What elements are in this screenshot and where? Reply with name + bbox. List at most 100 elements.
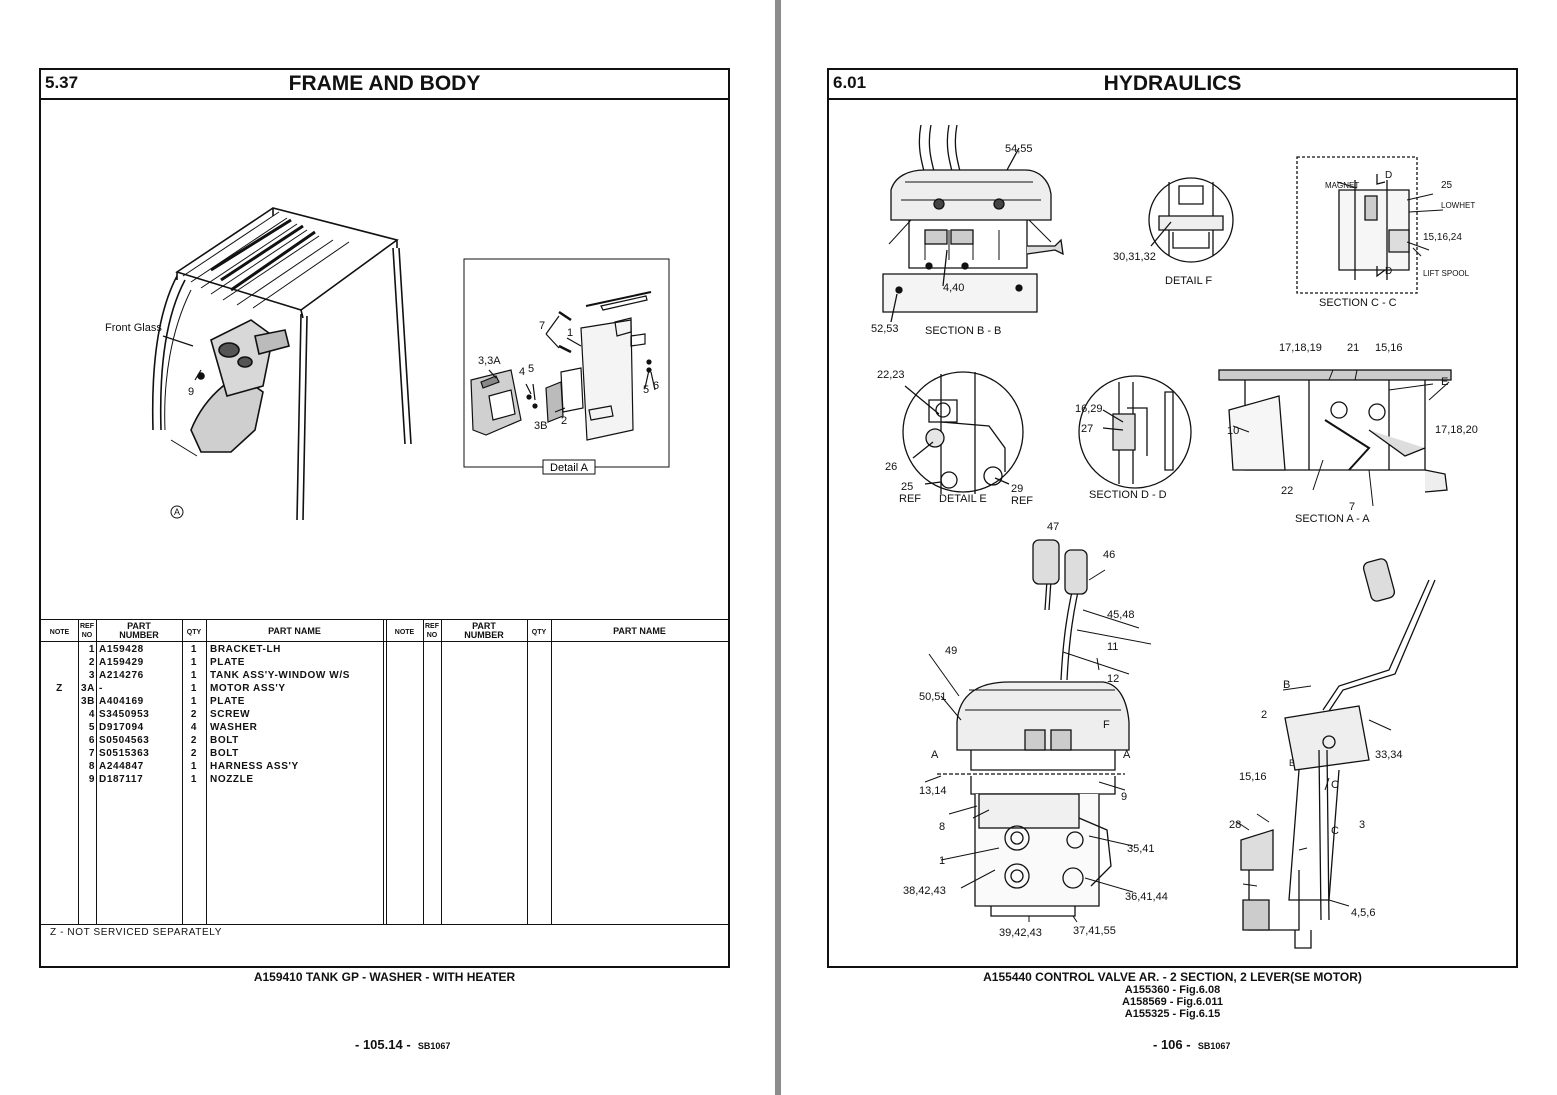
part-number-cell: S3450953 (99, 709, 150, 720)
callout-2: 2 (1261, 709, 1267, 721)
section-title: FRAME AND BODY (288, 72, 481, 95)
qty-cell: 1 (190, 696, 198, 707)
book-spine (775, 0, 781, 1095)
section-a-a-label: SECTION A - A (1295, 513, 1370, 525)
callout-4-5-6: 4,5,6 (1351, 907, 1375, 919)
ref-cell: 3B (81, 696, 95, 707)
header-ref-1-2: REF (425, 623, 439, 630)
callout-b-2: B (1289, 758, 1295, 768)
ref-label-2: REF (1011, 495, 1033, 507)
callout-c-1: C (1331, 779, 1339, 791)
qty-cell: 1 (190, 670, 198, 681)
left-section-header: 5.37 FRAME AND BODY (41, 70, 728, 100)
part-name-cell: SCREW (210, 709, 251, 720)
callout-2: 2 (561, 415, 567, 427)
lift-spool-label: LIFT SPOOL (1423, 269, 1470, 278)
callout-17-18-20: 17,18,20 (1435, 424, 1478, 436)
qty-cell: 1 (190, 644, 198, 655)
part-name-cell: BRACKET-LH (210, 644, 281, 655)
left-page-frame: 5.37 FRAME AND BODY (39, 68, 730, 968)
part-number-cell: A159428 (99, 644, 144, 655)
right-section-header: 6.01 HYDRAULICS (829, 70, 1516, 100)
callout-29: 29 (1011, 483, 1023, 495)
callout-10: 10 (1227, 425, 1239, 437)
frame-body-illustration: Front Glass 9 A 7 1 3,3A 4 5 5 6 3B 2 De… (105, 207, 670, 521)
header-note: NOTE (49, 629, 70, 636)
callout-45-48: 45,48 (1107, 609, 1135, 621)
callout-16-29: 16,29 (1075, 403, 1103, 415)
part-number-cell: S0504563 (99, 735, 150, 746)
callout-22: 22 (1281, 485, 1293, 497)
header-part-1: PART (127, 621, 151, 631)
callout-e: E (1441, 376, 1448, 388)
callout-b: B (1283, 679, 1290, 691)
section-number: 6.01 (833, 73, 867, 92)
qty-cell: 2 (190, 748, 198, 759)
callout-28: 28 (1229, 819, 1241, 831)
qty-cell: 1 (190, 761, 198, 772)
caption-line-4: A155325 - Fig.6.15 (1124, 1008, 1221, 1020)
callout-17-18-19: 17,18,19 (1279, 342, 1322, 354)
qty-cell: 1 (190, 657, 198, 668)
callout-3: 3 (1359, 819, 1365, 831)
note-cell: Z (56, 683, 63, 694)
header-part-name: PART NAME (268, 626, 321, 636)
header-qty-2: QTY (531, 629, 547, 636)
callout-15-16-24: 15,16,24 (1423, 232, 1462, 243)
part-name-cell: PLATE (210, 696, 246, 707)
callout-11: 11 (1107, 641, 1118, 653)
section-number: 5.37 (45, 73, 79, 92)
ref-cell: 7 (88, 748, 95, 759)
part-name-cell: BOLT (210, 735, 239, 746)
callout-a-1: A (931, 749, 939, 761)
callout-33-34: 33,34 (1375, 749, 1403, 761)
ref-cell: 5 (88, 722, 95, 733)
callout-21: 21 (1347, 342, 1359, 354)
caption-line-3: A158569 - Fig.6.011 (1122, 996, 1223, 1008)
callout-15-16-b: 15,16 (1239, 771, 1267, 783)
qty-cell: 4 (190, 722, 198, 733)
footnote: Z - NOT SERVICED SEPARATELY (50, 927, 222, 938)
part-number-cell: A244847 (99, 761, 144, 772)
ref-cell: 4 (88, 709, 95, 720)
callout-d-1: D (1385, 170, 1392, 181)
header-ref-2-2: NO (426, 632, 438, 639)
part-number-cell: D187117 (99, 774, 144, 785)
callout-54-55: 54,55 (1005, 143, 1033, 155)
callout-26: 26 (885, 461, 897, 473)
right-page: 6.01 HYDRAULICS (781, 0, 1557, 1095)
callout-22-23: 22,23 (877, 369, 905, 381)
caption-line-2: A155360 - Fig.6.08 (1124, 984, 1221, 996)
left-caption: A159410 TANK GP - WASHER - WITH HEATER (253, 970, 516, 984)
ref-cell: 3A (81, 683, 95, 694)
part-number-cell: S0515363 (99, 748, 150, 759)
caption-line-1: A155440 CONTROL VALVE AR. - 2 SECTION, 2… (983, 970, 1362, 984)
callout-a: A (174, 507, 180, 517)
header-note-2: NOTE (394, 629, 415, 636)
callout-46: 46 (1103, 549, 1115, 561)
ref-label-1: REF (899, 493, 921, 505)
part-name-cell: NOZZLE (210, 774, 254, 785)
table-row: 8 A244847 1 HARNESS ASS'Y (41, 760, 383, 773)
qty-cell: 1 (190, 774, 198, 785)
magnet-label: MAGNET (1325, 181, 1359, 190)
ref-cell: 8 (88, 761, 95, 772)
ref-cell: 3 (88, 670, 95, 681)
callout-35-41: 35,41 (1127, 843, 1155, 855)
callout-a-2: A (1123, 749, 1131, 761)
page-number: - 106 - (1153, 1037, 1191, 1052)
ref-cell: 6 (88, 735, 95, 746)
part-name-cell: WASHER (210, 722, 258, 733)
callout-12: 12 (1107, 673, 1119, 685)
callout-5b: 5 (643, 384, 649, 396)
ref-cell: 2 (88, 657, 95, 668)
section-title: HYDRAULICS (1103, 72, 1242, 95)
callout-1: 1 (567, 327, 573, 339)
part-name-cell: HARNESS ASS'Y (210, 761, 299, 772)
doc-code: SB1067 (417, 1041, 451, 1051)
detail-e-label: DETAIL E (939, 493, 987, 505)
